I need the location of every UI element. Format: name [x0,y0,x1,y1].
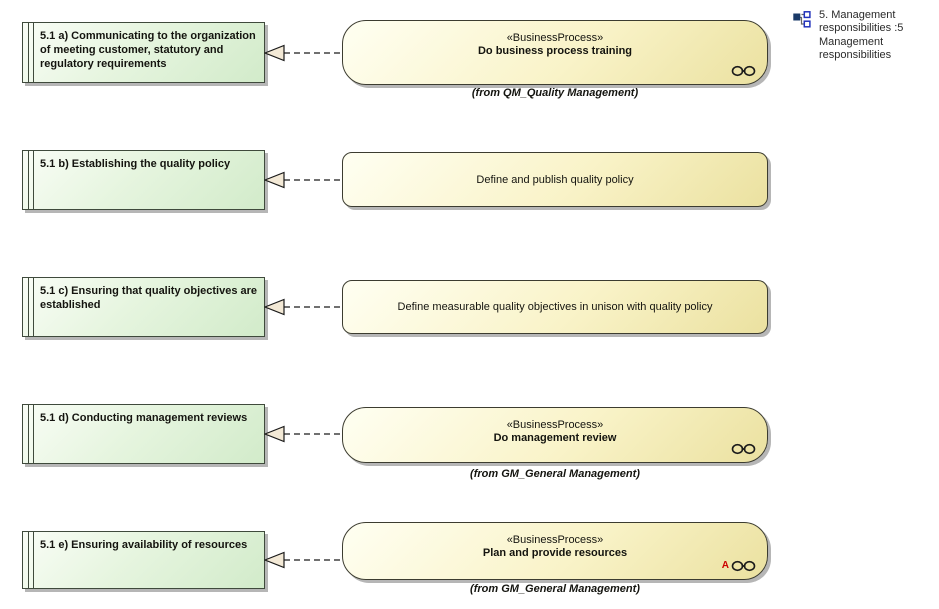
business-process-box-quality-objectives[interactable]: Define measurable quality objectives in … [342,280,768,334]
hollow-triangle-arrowhead [264,298,285,316]
activity-partition-lines [28,405,34,463]
realization-connector[interactable] [264,297,343,317]
stereotype-label: «BusinessProcess» [506,534,604,546]
linked-diagram-label: 5. Management responsibilities :5 Manage… [819,9,904,62]
activity-partition-lines [28,23,34,82]
process-name: Define measurable quality objectives in … [397,301,713,313]
diagram-hierarchy-icon [793,11,811,28]
requirement-box-5-1-a[interactable]: 5.1 a) Communicating to the organization… [22,22,265,83]
stereotype-label: «BusinessProcess» [506,419,604,431]
activity-partition-lines [28,151,34,209]
requirement-box-5-1-c[interactable]: 5.1 c) Ensuring that quality objectives … [22,277,265,337]
requirement-box-5-1-e[interactable]: 5.1 e) Ensuring availability of resource… [22,531,265,589]
from-package-label: (from QM_Quality Management) [471,87,639,99]
process-name: Do management review [493,432,617,444]
hollow-triangle-arrowhead [264,551,285,569]
from-package-label: (from GM_General Management) [470,583,640,595]
realization-connector[interactable] [264,43,343,63]
requirement-label: 5.1 c) Ensuring that quality objectives … [40,285,258,311]
process-name: Do business process training [477,45,633,57]
requirement-label: 5.1 b) Establishing the quality policy [40,158,231,170]
realization-connector[interactable] [264,550,343,570]
hollow-triangle-arrowhead [264,44,285,62]
requirement-box-5-1-d[interactable]: 5.1 d) Conducting management reviews [22,404,265,464]
activity-partition-lines [28,278,34,336]
requirement-label: 5.1 d) Conducting management reviews [40,412,248,424]
business-process-box-management-review[interactable]: «BusinessProcess» Do management review [342,407,768,463]
linked-diagram-reference[interactable]: 5. Management responsibilities :5 Manage… [793,9,933,63]
business-process-box-plan-resources[interactable]: «BusinessProcess» Plan and provide resou… [342,522,768,580]
stereotype-label: «BusinessProcess» [506,32,604,44]
from-package-label: (from GM_General Management) [470,468,640,480]
business-process-box-training[interactable]: «BusinessProcess» Do business process tr… [342,20,768,85]
hollow-triangle-arrowhead [264,425,285,443]
requirement-box-5-1-b[interactable]: 5.1 b) Establishing the quality policy [22,150,265,210]
chain-link-icon [731,65,756,77]
activity-partition-lines [28,532,34,588]
requirement-label: 5.1 e) Ensuring availability of resource… [40,539,248,551]
hollow-triangle-arrowhead [264,171,285,189]
chain-link-icon [731,560,756,572]
business-process-box-quality-policy[interactable]: Define and publish quality policy [342,152,768,207]
process-name: Plan and provide resources [482,547,628,559]
realization-connector[interactable] [264,170,343,190]
process-name: Define and publish quality policy [476,173,634,186]
requirement-label: 5.1 a) Communicating to the organization… [40,30,256,70]
realization-connector[interactable] [264,424,343,444]
chain-link-icon [731,443,756,455]
status-badge-a: A [721,560,729,571]
